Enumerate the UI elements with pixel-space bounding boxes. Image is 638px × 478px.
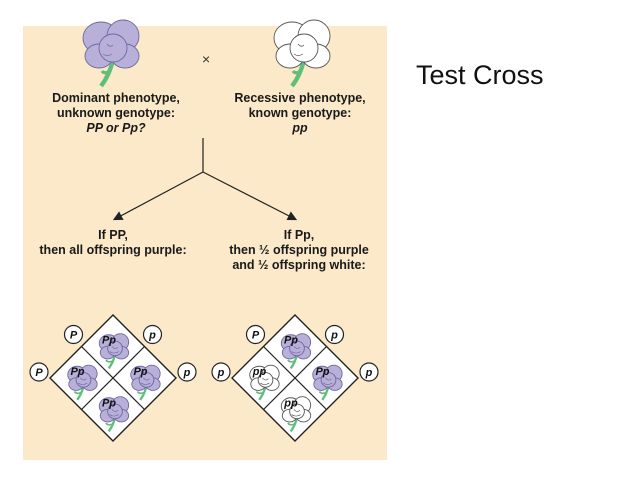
white-flower-shape: [273, 19, 331, 88]
arrow-right: [202, 171, 298, 221]
dominant-line2: unknown genotype:: [56, 106, 176, 120]
punnett-right-cell-4: pp: [280, 396, 312, 433]
cross-symbol: ×: [202, 51, 211, 67]
punnett-right-cell-flower-1: [280, 333, 312, 370]
punnett-left-cell-1: Pp: [98, 333, 130, 370]
punnett-right-cell-flower-4: [280, 396, 312, 433]
punnett-right-cell-3: Pp: [312, 364, 343, 401]
punnett-right-cell-label-1: Pp: [284, 335, 298, 347]
outcome-left-line1: If PP,: [98, 228, 128, 242]
dominant-line1: Dominant phenotype,: [52, 91, 180, 105]
punnett-left-top-gamete-1: P: [63, 324, 84, 345]
svg-text:P: P: [252, 330, 260, 342]
punnett-left-side-gamete-1: P: [29, 362, 49, 382]
punnett-right-cell-label-2: pp: [252, 366, 267, 378]
punnett-left-cell-flower-3: [130, 364, 161, 401]
slide-title: Test Cross: [416, 60, 544, 90]
svg-text:p: p: [330, 330, 338, 342]
svg-text:p: p: [217, 367, 225, 379]
svg-text:p: p: [148, 330, 156, 342]
punnett-right-cell-1: Pp: [280, 333, 312, 370]
recessive-parent-label: Recessive phenotype, known genotype: pp: [217, 91, 383, 136]
svg-text:P: P: [70, 330, 78, 342]
recessive-line3: pp: [292, 121, 308, 135]
punnett-left-cell-flower-1: [98, 333, 130, 370]
test-cross-figure: × Dominant phenotype, unknown genotype: …: [23, 19, 387, 460]
punnett-left-cell-flower-2: [67, 364, 98, 401]
cross-lines: [112, 138, 298, 221]
punnett-right-cell-flower-3: [312, 364, 343, 401]
outcome-left-line2: then all offspring purple:: [39, 243, 187, 257]
punnett-left-cell-label-3: Pp: [133, 366, 147, 378]
purple-flower-shape: [82, 19, 140, 88]
punnett-left-cell-2: Pp: [67, 364, 98, 401]
punnett-left-cell-flower-4: [98, 396, 130, 433]
svg-text:p: p: [365, 367, 373, 379]
white-flower-icon: [273, 19, 331, 88]
dominant-parent-label: Dominant phenotype, unknown genotype: PP…: [31, 91, 201, 136]
outcome-right-line3: and ½ offspring white:: [232, 258, 366, 272]
outcome-left-label: If PP, then all offspring purple:: [23, 228, 203, 258]
punnett-left-cell-label-2: Pp: [70, 366, 84, 378]
recessive-line2: known genotype:: [248, 106, 352, 120]
punnett-left-cell-4: Pp: [98, 396, 130, 433]
punnett-right-side-gamete-2: p: [359, 362, 379, 382]
punnett-left-cell-label-1: Pp: [102, 335, 116, 347]
outcome-right-line1: If Pp,: [283, 228, 315, 242]
punnett-right-cell-flower-2: [249, 364, 280, 401]
punnett-left-cell-label-4: Pp: [102, 398, 116, 410]
punnett-right-cell-2: pp: [249, 364, 280, 401]
arrow-left: [112, 171, 204, 221]
punnett-right-top-gamete-2: p: [324, 324, 345, 345]
svg-text:p: p: [183, 367, 191, 379]
purple-flower-icon: [82, 19, 140, 88]
punnett-left-cell-3: Pp: [130, 364, 161, 401]
punnett-right-top-gamete-1: P: [245, 324, 266, 345]
outcome-right-line2: then ½ offspring purple: [229, 243, 369, 257]
dominant-line3: PP or Pp?: [86, 121, 146, 135]
punnett-right-side-gamete-1: p: [211, 362, 231, 382]
punnett-right-cell-label-4: pp: [283, 398, 298, 410]
svg-text:P: P: [35, 367, 43, 379]
outcome-right-label: If Pp, then ½ offspring purple and ½ off…: [211, 228, 387, 273]
punnett-left-side-gamete-2: p: [177, 362, 197, 382]
recessive-line1: Recessive phenotype,: [234, 91, 366, 105]
punnett-left-top-gamete-2: p: [142, 324, 163, 345]
punnett-right-cell-label-3: Pp: [315, 366, 329, 378]
